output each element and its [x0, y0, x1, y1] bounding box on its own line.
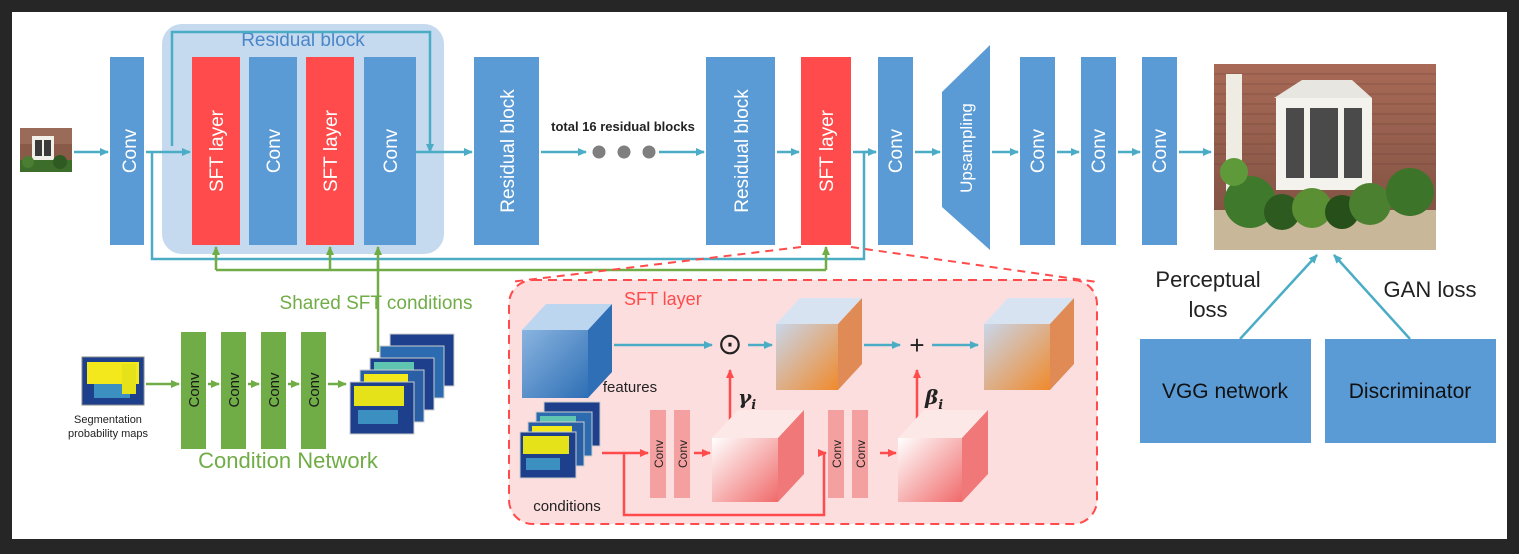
condition-conv-2-label: Conv [226, 372, 243, 408]
output-features-cube [984, 298, 1074, 390]
conv-after-sft-block [878, 57, 913, 245]
beta-conv-1-label: Conv [830, 440, 844, 468]
conditions-maps-icon [519, 401, 601, 479]
residual-skip-arrow [170, 30, 434, 153]
upsampling-block [942, 45, 990, 250]
sft-layer-1-label: SFT layer [207, 109, 228, 192]
condition-conv-3-label: Conv [266, 372, 283, 408]
conv-after-sft-label: Conv [886, 128, 907, 173]
gan-loss-label: GAN loss [1384, 277, 1477, 302]
perceptual-loss-label-line1: Perceptual [1155, 267, 1260, 292]
ellipsis-dot [617, 145, 631, 159]
residual-conv-2-label: Conv [381, 128, 402, 173]
gamma-conv-2 [674, 410, 690, 498]
gamma-conv-1-label: Conv [652, 440, 666, 468]
conv-tail-block-1 [1020, 57, 1055, 245]
residual-block-title: Residual block [241, 30, 365, 51]
beta-cube [898, 410, 988, 502]
upsampling-label: Upsampling [957, 103, 976, 193]
gamma-conv-1 [650, 410, 666, 498]
condition-conv-4 [301, 332, 326, 449]
ellipsis-dot [642, 145, 656, 159]
sft-layer-2-label: SFT layer [321, 109, 342, 192]
gamma-cube [712, 410, 804, 502]
residual-conv-1-label: Conv [264, 128, 285, 173]
sft-layer-block-1 [192, 57, 240, 245]
conv-tail-3-label: Conv [1150, 128, 1171, 173]
conditions-label: conditions [533, 498, 601, 515]
conv-tail-2-label: Conv [1089, 128, 1110, 173]
beta-conv-2 [852, 410, 868, 498]
shared-sft-conditions-label: Shared SFT conditions [280, 293, 473, 314]
residual-conv-block-1 [249, 57, 297, 245]
residual-block-a [474, 57, 539, 245]
seg-maps-label-line2: probability maps [68, 428, 149, 440]
conv-first-label: Conv [120, 128, 141, 173]
main-flow-arrows [74, 148, 1212, 261]
residual-block-b [706, 57, 775, 245]
condition-conv-1-label: Conv [186, 372, 203, 408]
condition-conv-1 [181, 332, 206, 449]
gan-loss-arrow [1333, 254, 1411, 340]
perceptual-loss-label-line2: loss [1188, 297, 1227, 322]
sft-detail-title: SFT layer [624, 289, 702, 309]
output-hr-image [1214, 64, 1436, 250]
residual-block-a-label: Residual block [498, 89, 519, 213]
input-lr-image [20, 128, 72, 172]
total-blocks-note: total 16 residual blocks [551, 119, 695, 134]
discriminator-box [1325, 339, 1496, 443]
multiply-operator: ⊙ [717, 328, 742, 361]
vgg-network-label: VGG network [1162, 380, 1289, 403]
sft-layer-block-2 [306, 57, 354, 245]
beta-conv-2-label: Conv [854, 440, 868, 468]
condition-feature-maps [349, 333, 455, 435]
beta-conv-1 [828, 410, 844, 498]
residual-conv-block-2 [364, 57, 416, 245]
segmentation-maps-icon [81, 356, 145, 406]
condition-network-convs: Conv Conv Conv Conv [181, 332, 326, 449]
sftgan-architecture-diagram: Residual block Conv SFT layer Conv SFT l… [20, 24, 1496, 525]
seg-maps-label-line1: Segmentation [74, 414, 142, 426]
scaled-features-cube [776, 298, 862, 390]
residual-block-b-label: Residual block [732, 89, 753, 213]
conv-tail-1-label: Conv [1028, 128, 1049, 173]
sft-layer-main-label: SFT layer [817, 109, 838, 192]
condition-network-label: Condition Network [198, 448, 379, 473]
beta-symbol: βi [924, 385, 943, 413]
gamma-symbol: γi [738, 385, 756, 413]
conv-tail-block-3 [1142, 57, 1177, 245]
gamma-conv-2-label: Conv [676, 440, 690, 468]
diagram-canvas: Residual block Conv SFT layer Conv SFT l… [12, 12, 1507, 539]
condition-conv-4-label: Conv [306, 372, 323, 408]
condition-conv-3 [261, 332, 286, 449]
features-label: features [603, 379, 657, 396]
discriminator-label: Discriminator [1349, 380, 1472, 403]
sft-layer-block-main [801, 57, 851, 245]
vgg-network-box [1140, 339, 1311, 443]
features-cube [522, 304, 612, 398]
ellipsis-dot [592, 145, 606, 159]
perceptual-loss-arrow [1239, 254, 1318, 340]
shared-condition-arrows [212, 246, 830, 352]
zoom-line-right [850, 246, 1098, 283]
add-operator: + [909, 330, 924, 360]
condition-red-arrows [602, 449, 897, 517]
condition-conv-2 [221, 332, 246, 449]
conv-tail-block-2 [1081, 57, 1116, 245]
conv-first-block [110, 57, 144, 245]
zoom-line-left [509, 246, 802, 283]
